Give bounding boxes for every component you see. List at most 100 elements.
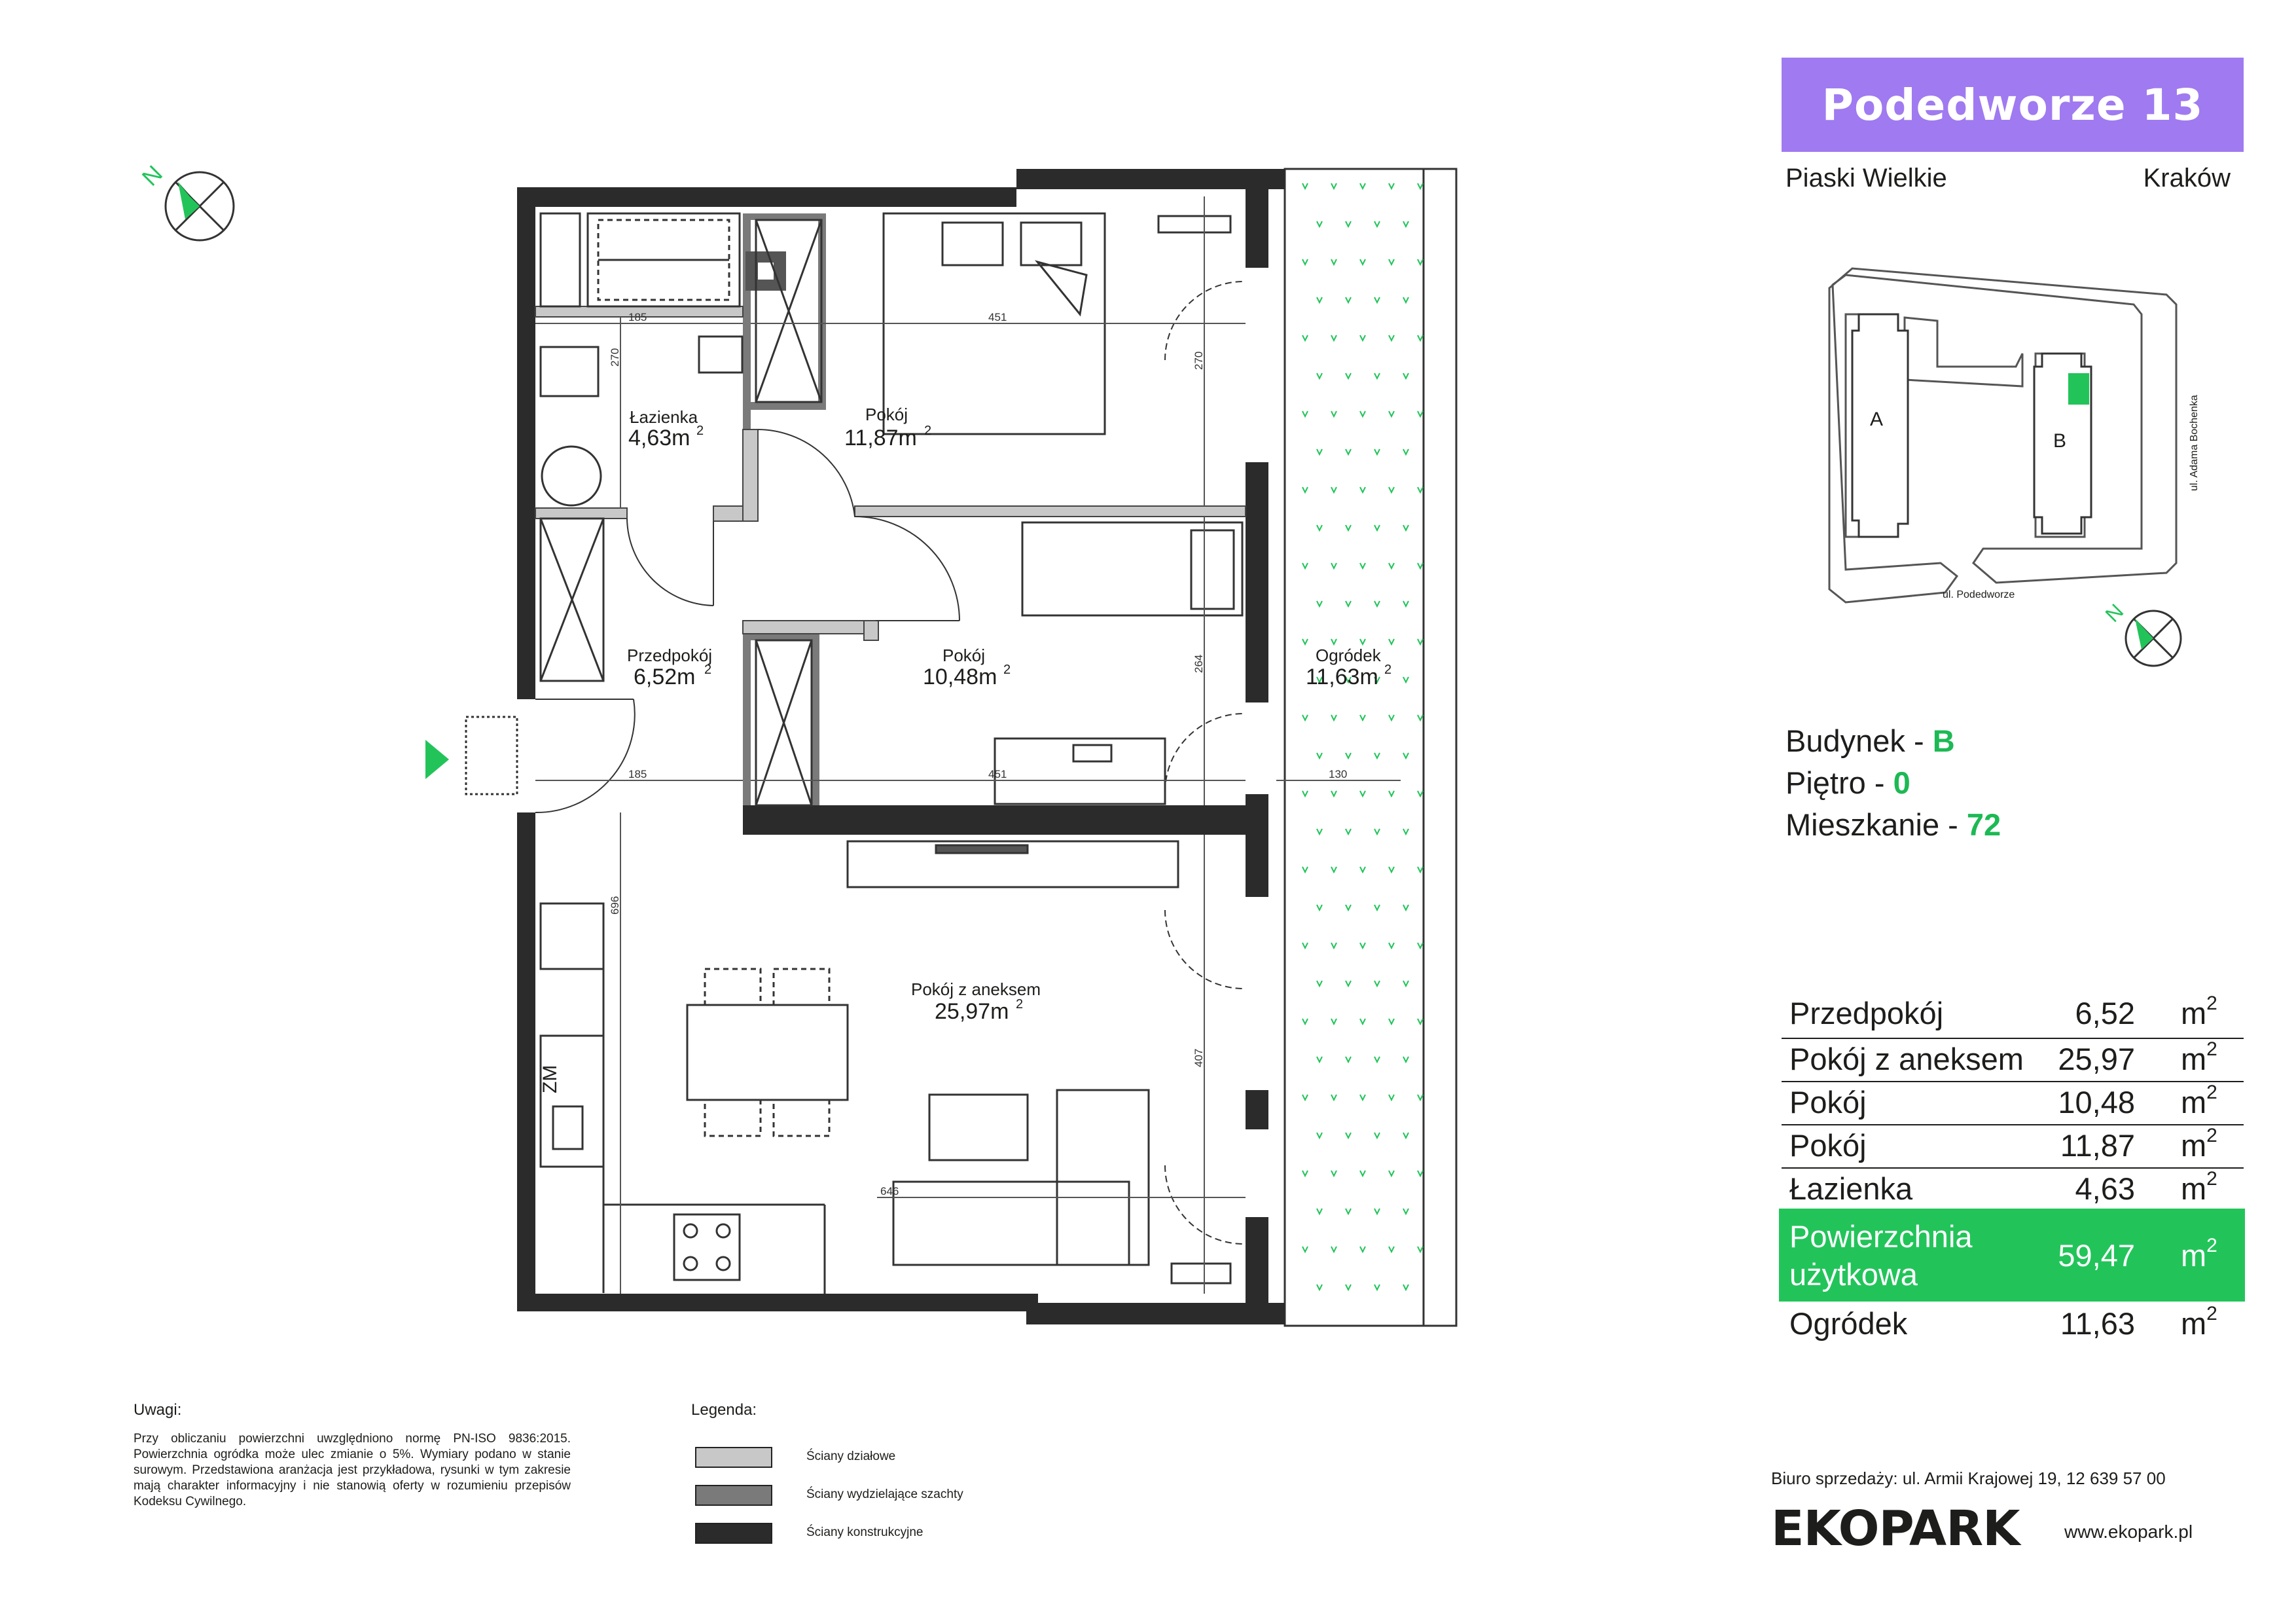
grass-mark	[1316, 297, 1323, 304]
dimension-label: 407	[1193, 1049, 1205, 1067]
building-value: B	[1932, 723, 1955, 758]
grass-mark	[1345, 221, 1352, 228]
grass-mark	[1302, 1018, 1308, 1026]
grass-mark	[1417, 638, 1424, 646]
grass-mark	[1331, 1018, 1337, 1026]
garden-area	[1283, 168, 1458, 1327]
grass-mark	[1302, 866, 1308, 874]
dimension-label: 185	[628, 768, 647, 780]
room-area-exponent: 2	[1003, 663, 1011, 677]
room-area: 11,63m	[1306, 665, 1378, 689]
grass-mark	[1316, 1056, 1323, 1064]
legend-swatch	[695, 1523, 772, 1544]
grass-mark	[1374, 676, 1380, 684]
dimension-label: 451	[988, 311, 1007, 323]
grass-mark	[1331, 183, 1337, 191]
legend-title: Legenda:	[691, 1401, 757, 1419]
room-name: Pokój z aneksem	[911, 979, 1041, 999]
grass-mark	[1345, 1132, 1352, 1140]
grass-mark	[1359, 1246, 1366, 1254]
grass-mark	[1388, 486, 1395, 494]
grass-mark	[1345, 676, 1352, 684]
dimension-lines	[535, 196, 1401, 1294]
grass-mark	[1388, 1094, 1395, 1102]
garden-value: 11,63	[2060, 1306, 2135, 1341]
grass-mark	[1374, 373, 1380, 380]
partition-walls	[535, 306, 1246, 641]
grass-mark	[1345, 448, 1352, 456]
grass-mark	[1302, 183, 1308, 191]
website-link[interactable]: www.ekopark.pl	[2064, 1522, 2193, 1542]
total-area-box	[1779, 1209, 2245, 1302]
area-unit: m2	[2181, 993, 2217, 1031]
grass-mark	[1316, 448, 1323, 456]
city-label: Kraków	[2143, 164, 2231, 192]
dimension-label: 646	[880, 1185, 899, 1197]
grass-mark	[1403, 828, 1409, 836]
grass-mark	[1359, 1170, 1366, 1178]
floor-info: Piętro - 0	[1785, 765, 1910, 801]
grass-mark	[1331, 1094, 1337, 1102]
grass-mark	[1345, 373, 1352, 380]
grass-mark	[1403, 1056, 1409, 1064]
floor-value: 0	[1893, 765, 1910, 800]
grass-mark	[1345, 828, 1352, 836]
grass-mark	[1403, 752, 1409, 760]
grass-mark	[1388, 335, 1395, 342]
grass-mark	[1345, 297, 1352, 304]
grass-mark	[1331, 410, 1337, 418]
divider	[1782, 1081, 2244, 1082]
grass-mark	[1316, 524, 1323, 532]
area-value: 10,48	[2058, 1085, 2135, 1120]
grass-mark	[1331, 259, 1337, 266]
dimension-label: 696	[609, 896, 621, 915]
grass-mark	[1388, 866, 1395, 874]
grass-mark	[1403, 600, 1409, 608]
grass-mark	[1331, 638, 1337, 646]
area-name: Pokój	[1789, 1085, 1867, 1120]
grass-mark	[1359, 259, 1366, 266]
grass-mark	[1302, 259, 1308, 266]
grass-mark	[1403, 1284, 1409, 1292]
room-area: 4,63m	[628, 426, 691, 450]
grass-mark	[1331, 486, 1337, 494]
grass-mark	[1417, 259, 1424, 266]
garden-name: Ogródek	[1789, 1306, 1908, 1341]
grass-mark	[1359, 1018, 1366, 1026]
room-area-exponent: 2	[696, 424, 704, 438]
floor-label: Piętro -	[1785, 765, 1885, 800]
grass-mark	[1331, 335, 1337, 342]
grass-mark	[1331, 562, 1337, 570]
grass-mark	[1388, 714, 1395, 722]
svg-text:B: B	[2053, 430, 2066, 452]
flat-value: 72	[1966, 807, 2001, 842]
legend-swatch	[695, 1447, 772, 1468]
svg-text:N: N	[137, 160, 168, 191]
area-value: 4,63	[2075, 1171, 2135, 1206]
grass-mark	[1316, 221, 1323, 228]
grass-mark	[1417, 866, 1424, 874]
grass-mark	[1388, 638, 1395, 646]
area-unit: m2	[2181, 1168, 2217, 1207]
grass-mark	[1403, 1132, 1409, 1140]
grass-mark	[1359, 942, 1366, 950]
grass-mark	[1302, 714, 1308, 722]
legend-swatch	[695, 1485, 772, 1506]
grass-mark	[1388, 790, 1395, 798]
entrance-arrow-icon	[425, 740, 449, 779]
grass-mark	[1359, 562, 1366, 570]
grass-mark	[1417, 183, 1424, 191]
grass-mark	[1388, 259, 1395, 266]
grass-mark	[1331, 790, 1337, 798]
grass-mark	[1302, 790, 1308, 798]
grass-mark	[1417, 790, 1424, 798]
grass-mark	[1403, 448, 1409, 456]
grass-mark	[1316, 828, 1323, 836]
dimension-label: 270	[1193, 352, 1205, 370]
area-unit: m2	[2181, 1082, 2217, 1120]
divider	[1782, 1038, 2244, 1039]
grass-mark	[1345, 600, 1352, 608]
grass-mark	[1403, 676, 1409, 684]
